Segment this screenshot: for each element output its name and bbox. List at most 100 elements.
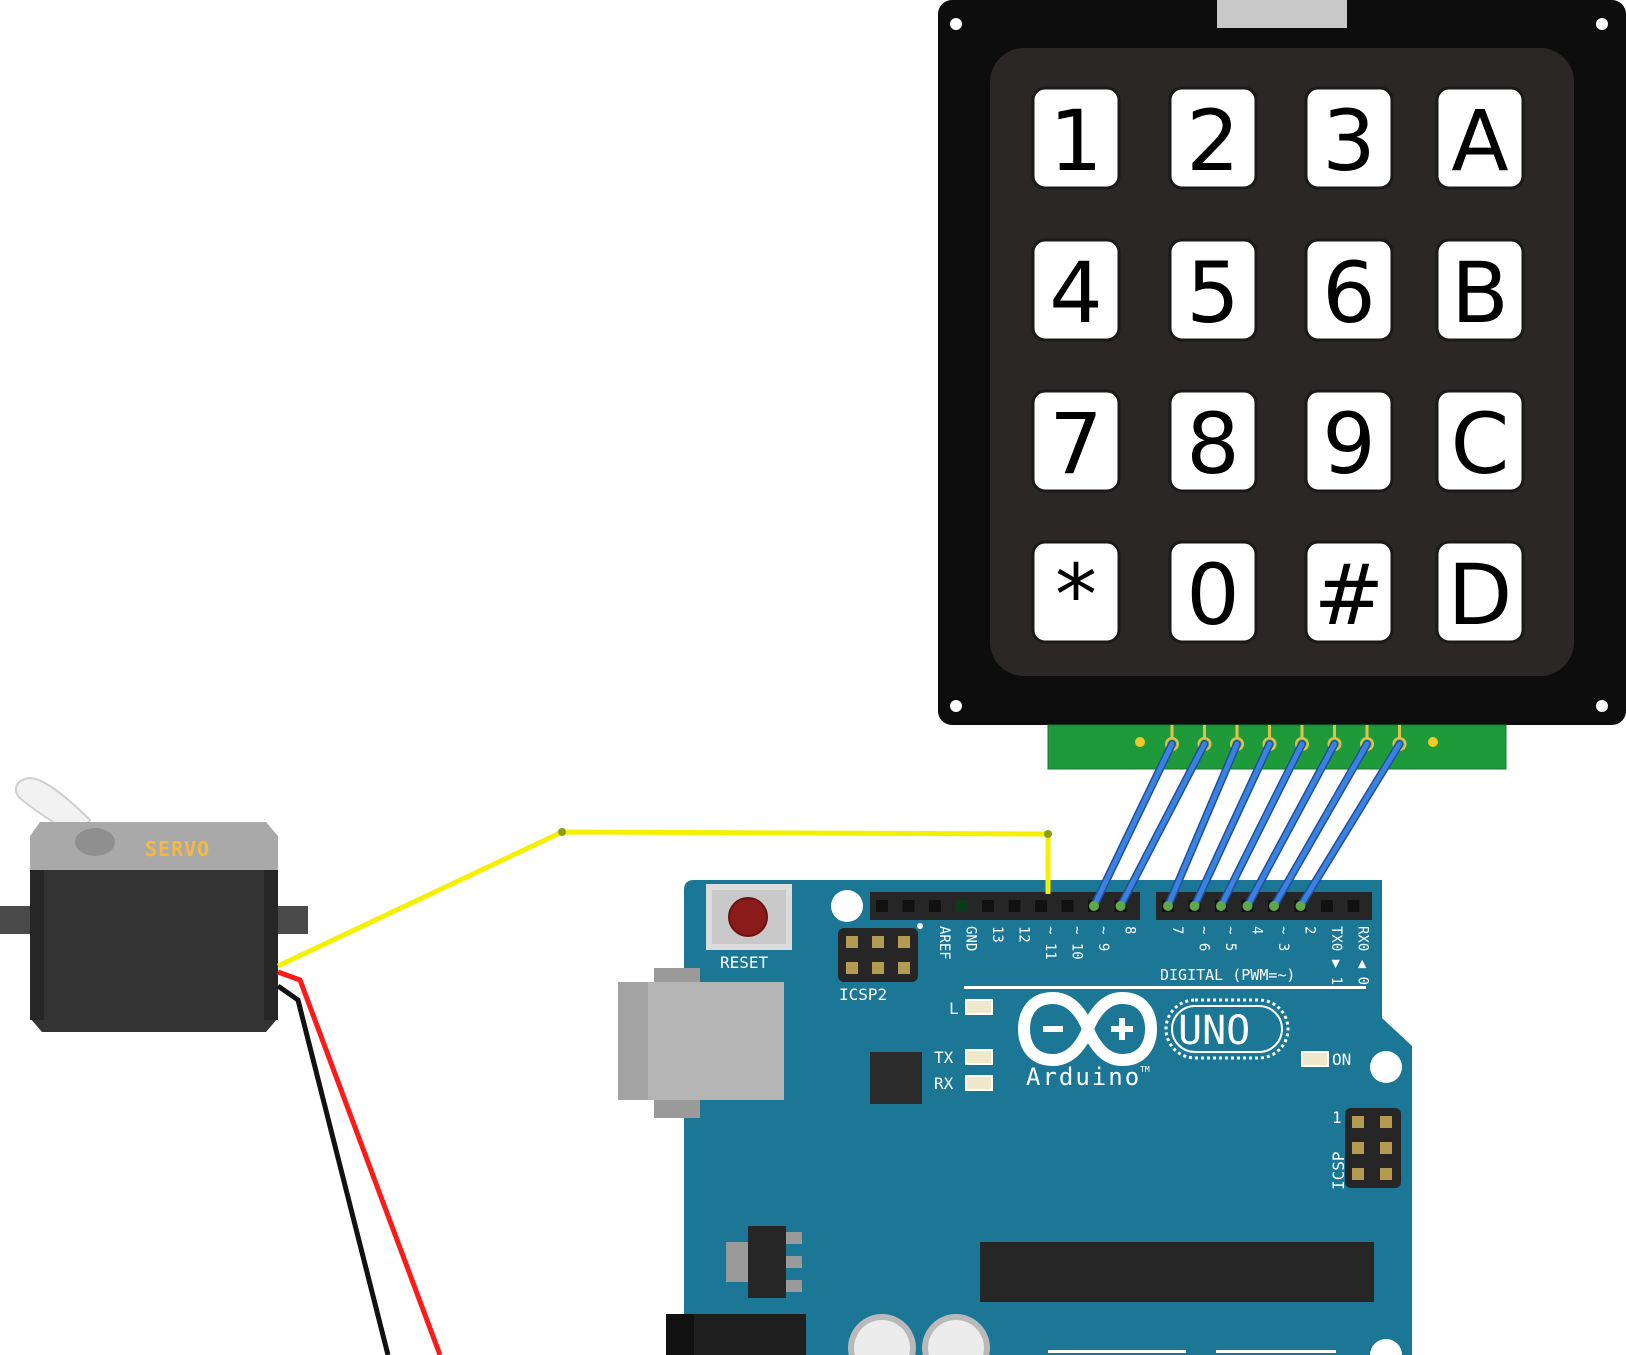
regulator-leg bbox=[786, 1232, 802, 1244]
keypad-membrane bbox=[990, 48, 1574, 676]
keypad-key-cap[interactable] bbox=[1031, 389, 1121, 493]
mount-hole bbox=[1596, 18, 1608, 30]
header-pin[interactable] bbox=[876, 900, 888, 912]
keypad-key-cap[interactable] bbox=[1435, 540, 1525, 644]
header-pin-label: ~ 6 bbox=[1196, 926, 1212, 951]
icsp-pins bbox=[1352, 1116, 1392, 1180]
keypad-key[interactable]: 2 bbox=[1168, 86, 1258, 190]
keypad-wires bbox=[1089, 740, 1404, 911]
keypad-wire-core bbox=[1298, 741, 1402, 909]
header-pin[interactable] bbox=[1347, 900, 1360, 912]
keypad-key-cap[interactable] bbox=[1168, 238, 1258, 342]
board-mount-hole bbox=[1370, 1339, 1402, 1355]
keypad-key[interactable]: 6 bbox=[1304, 238, 1394, 342]
icsp-label: ICSP bbox=[1329, 1151, 1348, 1190]
keypad-key-cap[interactable] bbox=[1168, 540, 1258, 644]
regulator-leg bbox=[786, 1280, 802, 1292]
reset-button[interactable] bbox=[728, 897, 768, 937]
wire-endpoint bbox=[1089, 901, 1099, 911]
keypad-key-cap[interactable] bbox=[1304, 86, 1394, 190]
keypad-key[interactable]: A bbox=[1435, 86, 1525, 190]
minus-icon bbox=[1043, 1026, 1063, 1032]
header-pin[interactable] bbox=[1035, 900, 1047, 912]
keypad-key[interactable]: C bbox=[1435, 389, 1525, 493]
brand-label: Arduino bbox=[1026, 1063, 1141, 1091]
header-pin-label: 7 bbox=[1169, 926, 1185, 934]
wire-endpoint bbox=[1269, 901, 1279, 911]
signal-wire bbox=[276, 829, 1051, 969]
header-pin[interactable] bbox=[982, 900, 994, 912]
icsp2-pins bbox=[846, 936, 910, 974]
keypad-key-cap[interactable] bbox=[1435, 86, 1525, 190]
wire-endpoint bbox=[1242, 901, 1253, 911]
keypad-key[interactable]: 9 bbox=[1304, 389, 1394, 493]
servo-ear-left bbox=[0, 906, 32, 934]
capacitor bbox=[854, 1320, 910, 1355]
servo-label: SERVO bbox=[145, 837, 210, 861]
wire-endpoint bbox=[1216, 901, 1226, 911]
led-rx-label: RX bbox=[934, 1074, 954, 1093]
keypad-wire-core bbox=[1218, 741, 1305, 909]
header-pin[interactable] bbox=[929, 900, 941, 912]
digital-underline bbox=[964, 986, 1366, 989]
keypad-wire-core bbox=[1271, 741, 1370, 909]
icsp2-label: ICSP2 bbox=[839, 985, 887, 1004]
arduino-logo: Arduino TM UNO bbox=[1017, 991, 1290, 1091]
header-dot bbox=[917, 923, 923, 929]
keypad-key-label: C bbox=[1451, 395, 1510, 493]
keypad-key[interactable]: # bbox=[1304, 540, 1394, 644]
keypad-key-cap[interactable] bbox=[1168, 86, 1258, 190]
header-pin[interactable] bbox=[1321, 900, 1333, 912]
keypad-key-cap[interactable] bbox=[1168, 389, 1258, 493]
header-pin-label: ~ 10 bbox=[1069, 926, 1085, 960]
connector-pin-leg bbox=[1203, 725, 1206, 743]
servo-ear-right bbox=[276, 906, 308, 934]
analog-header-outline bbox=[1216, 1350, 1336, 1353]
keypad-key-label: 5 bbox=[1186, 244, 1239, 342]
reset-label: RESET bbox=[720, 953, 769, 972]
led-rx bbox=[965, 1075, 993, 1091]
keypad-key-cap[interactable] bbox=[1031, 238, 1121, 342]
header-pin[interactable] bbox=[1008, 900, 1021, 912]
led-tx bbox=[965, 1049, 993, 1065]
servo-motor: SERVO bbox=[0, 776, 308, 1032]
capacitor bbox=[928, 1320, 984, 1355]
keypad-key[interactable]: D bbox=[1435, 540, 1525, 644]
board-mount-hole bbox=[1370, 1051, 1402, 1083]
uno-badge-inner bbox=[1171, 1005, 1283, 1053]
keypad-key-label: 9 bbox=[1322, 395, 1375, 493]
keypad-key-cap[interactable] bbox=[1031, 540, 1121, 644]
keypad-key-cap[interactable] bbox=[1435, 238, 1525, 342]
infinity-icon bbox=[1017, 991, 1158, 1067]
keypad-key[interactable]: 1 bbox=[1031, 86, 1121, 190]
keypad-key-cap[interactable] bbox=[1031, 86, 1121, 190]
header-pin[interactable] bbox=[902, 900, 915, 912]
keypad-key[interactable]: 3 bbox=[1304, 86, 1394, 190]
keypad-key-cap[interactable] bbox=[1304, 540, 1394, 644]
keypad-key[interactable]: 4 bbox=[1031, 238, 1121, 342]
servo-body-shade bbox=[264, 870, 278, 1020]
keypad-key-label: 4 bbox=[1049, 244, 1102, 342]
keypad-key[interactable]: 7 bbox=[1031, 389, 1121, 493]
keypad-key-cap[interactable] bbox=[1304, 389, 1394, 493]
keypad-key-cap[interactable] bbox=[1304, 238, 1394, 342]
header-pin[interactable] bbox=[1061, 900, 1074, 912]
keypad-key[interactable]: 0 bbox=[1168, 540, 1258, 644]
keypad-key-label: 0 bbox=[1186, 546, 1239, 644]
header-pin[interactable] bbox=[955, 900, 968, 912]
led-on bbox=[1301, 1051, 1329, 1067]
keypad-key-label: * bbox=[1055, 546, 1097, 644]
keypad-key[interactable]: 8 bbox=[1168, 389, 1258, 493]
keypad-key[interactable]: B bbox=[1435, 238, 1525, 342]
led-tx-label: TX bbox=[934, 1048, 954, 1067]
keypad-key-cap[interactable] bbox=[1435, 389, 1525, 493]
keypad-key[interactable]: 5 bbox=[1168, 238, 1258, 342]
icsp-pin1-label: 1 bbox=[1332, 1108, 1342, 1127]
header-pin-label: 2 bbox=[1302, 926, 1318, 934]
wires bbox=[276, 740, 1404, 1355]
keypad-key[interactable]: * bbox=[1031, 540, 1121, 644]
model-label: UNO bbox=[1178, 1008, 1250, 1054]
